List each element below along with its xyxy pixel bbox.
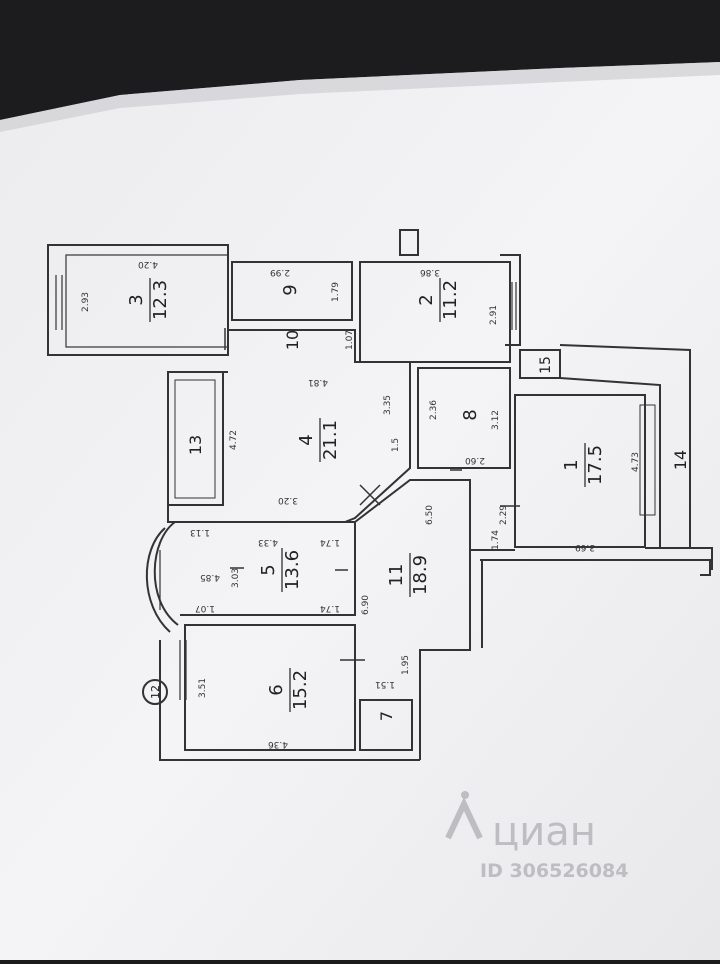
- dim-r9-side: 1.79: [331, 282, 341, 302]
- dim-r1-side: 4.73: [631, 452, 641, 472]
- wall-room-12: [142, 679, 168, 705]
- dim-r5-right: 1.74: [320, 537, 340, 547]
- room-3-area: 12.3: [150, 280, 171, 320]
- wall-room-15: [519, 349, 561, 379]
- room-10-number: 10: [283, 330, 302, 350]
- dim-hall-top: 4.81: [308, 377, 328, 387]
- room-6-number: 6: [266, 684, 287, 695]
- room-labels: 3 12.3 9 2 11.2 10 4 21.1 13 8 15: [126, 278, 690, 721]
- room-14-number: 14: [671, 450, 690, 470]
- room-2-number: 2: [416, 294, 437, 305]
- room-4-number: 4: [296, 434, 317, 445]
- dim-r5-side2: 3.03: [231, 568, 241, 588]
- room-12-number: 12: [149, 685, 162, 699]
- room-5-area: 13.6: [282, 550, 303, 590]
- room-3-number: 3: [126, 294, 147, 305]
- wall-room-1: [514, 394, 646, 548]
- room-15-number: 15: [538, 356, 554, 374]
- room-4-area: 21.1: [320, 420, 341, 460]
- dim-r8-left: 2.36: [429, 400, 439, 420]
- dim-r11-right: 1.74: [491, 530, 501, 550]
- room-5-number: 5: [258, 564, 279, 575]
- dim-hall-bottom: 3.20: [278, 495, 298, 505]
- dim-r8-bottom: 2.60: [465, 455, 485, 465]
- wall-room-13: [167, 371, 224, 506]
- dim-r6-side: 3.51: [198, 678, 208, 698]
- room-1-area: 17.5: [585, 445, 606, 485]
- dim-r5-side1: 4.85: [200, 572, 220, 582]
- dim-r7-side: 1.95: [401, 655, 411, 675]
- dim-hall-side: 3.35: [383, 395, 393, 415]
- wall-room-6: [184, 624, 356, 751]
- dim-r9-top: 2.99: [270, 267, 290, 277]
- dim-r13-side: 4.72: [229, 430, 239, 450]
- dim-r1-bottom: 3.69: [575, 542, 595, 552]
- room-11-area: 18.9: [410, 555, 431, 595]
- dim-hall-small: 1.5: [391, 438, 401, 452]
- dim-r2-top: 3.86: [420, 267, 440, 277]
- watermark-id: ID 306526084: [480, 860, 628, 882]
- wall-room-2: [359, 261, 511, 363]
- wall-room-7: [359, 699, 413, 751]
- dim-r5-top: 4.33: [258, 537, 278, 547]
- room-13-number: 13: [186, 435, 205, 455]
- dim-r3-side: 2.93: [81, 292, 91, 312]
- dim-r1-left: 2.29: [499, 505, 509, 525]
- dim-r3-top: 4.20: [138, 259, 158, 269]
- dim-r6-bottom: 4.36: [268, 739, 288, 749]
- dim-r8-right: 3.12: [491, 410, 501, 430]
- dim-r5-bottom: 1.07: [195, 603, 215, 613]
- room-1-number: 1: [561, 459, 582, 470]
- dim-r2-side: 2.91: [489, 305, 499, 325]
- wall-room-8: [417, 367, 511, 469]
- room-2-area: 11.2: [440, 280, 461, 320]
- watermark: циан ID 306526084: [445, 791, 628, 882]
- dim-r5-left: 1.13: [190, 527, 210, 537]
- watermark-brand: циан: [492, 809, 596, 855]
- room-11-number: 11: [386, 564, 407, 587]
- plan-walls: [47, 229, 713, 761]
- room-8-number: 8: [460, 409, 481, 420]
- paper-background: [0, 62, 720, 960]
- dim-r11-left: 6.90: [361, 595, 371, 615]
- cian-logo-icon: [445, 791, 483, 840]
- dim-r2-left: 1.07: [345, 330, 355, 350]
- dim-r11-side: 6.50: [425, 505, 435, 525]
- room-6-area: 15.2: [290, 670, 311, 710]
- dim-r5-bottom-right: 1.74: [320, 603, 340, 613]
- wall-room-5: [175, 521, 356, 616]
- dimension-labels: 4.20 2.93 2.99 1.79 3.86 2.91 1.07 4.81 …: [81, 259, 641, 749]
- wall-room-9: [231, 261, 353, 321]
- room-7-number: 7: [377, 711, 396, 721]
- dim-r7-top: 1.51: [375, 679, 395, 689]
- room-9-number: 9: [280, 284, 301, 295]
